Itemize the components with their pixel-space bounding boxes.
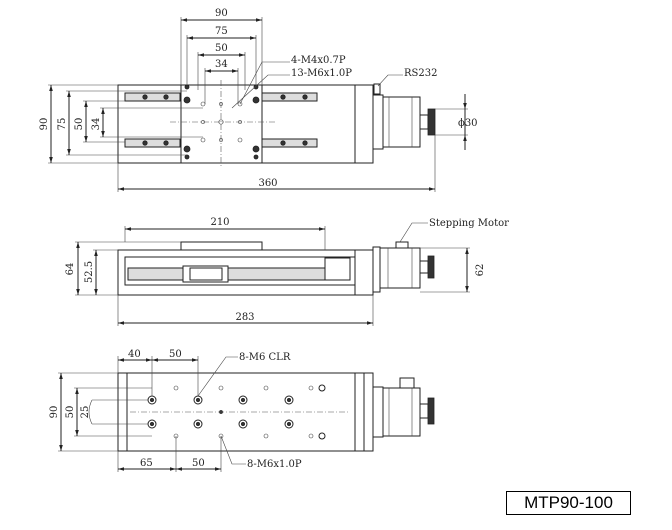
dim-diameter-30: ϕ30 [458, 118, 478, 129]
label-rs232: RS232 [404, 68, 437, 79]
rail-top-left [124, 92, 181, 102]
dim-height-34: 34 [91, 118, 102, 131]
dim-width-34: 34 [215, 59, 228, 70]
dim-width-75: 75 [215, 26, 228, 37]
rail-bottom-right [261, 138, 318, 148]
label-tap-small: 4-M4x0.7P [291, 55, 346, 66]
top-motor-flange [372, 94, 384, 150]
dim-height-64: 64 [65, 263, 76, 276]
dim-length-360: 360 [258, 178, 277, 189]
top-motor-body [382, 96, 421, 148]
label-m6-tap: 8-M6x1.0P [247, 459, 302, 470]
dim-length-210: 210 [210, 217, 229, 228]
label-m6-clr: 8-M6 CLR [239, 352, 291, 363]
dim-height-90: 90 [39, 118, 50, 131]
dim-pitch-50-top: 50 [169, 349, 182, 360]
top-knob [427, 108, 436, 136]
model-label: MTP90-100 [506, 491, 631, 515]
dim-height-75: 75 [57, 118, 68, 131]
dim-offset-65: 65 [140, 458, 153, 469]
rail-bottom-left [124, 138, 181, 148]
dim-offset-40: 40 [128, 349, 141, 360]
side-lead-screw [127, 267, 339, 281]
dim-height-90-bottom: 90 [49, 406, 60, 419]
side-knob [427, 255, 435, 279]
dim-length-283: 283 [235, 312, 254, 323]
dim-width-90: 90 [215, 8, 228, 19]
dim-width-50: 50 [215, 43, 228, 54]
rs232-connector [373, 83, 381, 95]
dim-height-52-5: 52.5 [84, 261, 95, 283]
label-tap-large: 13-M6x1.0P [291, 68, 352, 79]
dim-height-62: 62 [475, 264, 486, 277]
bottom-knob [427, 397, 435, 425]
dim-height-50-bottom: 50 [65, 406, 76, 419]
side-view [75, 222, 470, 326]
bottom-motor-body [382, 387, 421, 437]
dim-height-50: 50 [74, 118, 85, 131]
side-view-carriage-top [180, 241, 263, 251]
top-view [48, 17, 468, 192]
rail-top-right [261, 92, 318, 102]
dim-pitch-50-bottom: 50 [192, 458, 205, 469]
dim-height-25: 25 [80, 406, 91, 419]
bottom-view [58, 356, 435, 472]
label-stepping-motor: Stepping Motor [429, 218, 509, 229]
side-motor-body [379, 247, 421, 289]
